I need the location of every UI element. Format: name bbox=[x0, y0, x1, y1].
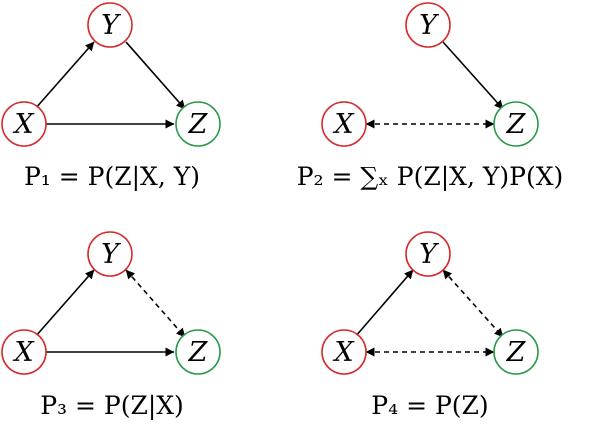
diagram-panel-1: X Y Z P₁ = P(Z|X, Y) bbox=[1, 2, 221, 192]
node-y: Y bbox=[405, 2, 451, 48]
node-x-circle bbox=[321, 329, 367, 375]
node-x-label: X bbox=[12, 109, 35, 140]
node-x: X bbox=[1, 329, 47, 375]
node-y: Y bbox=[87, 2, 133, 48]
edge-y-z-bidirected bbox=[125, 269, 186, 338]
node-z-label: Z bbox=[506, 337, 527, 368]
formula-p2: P₂ = ∑ₓ P(Z|X, Y)P(X) bbox=[297, 162, 564, 192]
edge-x-y bbox=[34, 269, 95, 338]
node-x: X bbox=[1, 101, 47, 147]
node-z-circle bbox=[175, 101, 221, 147]
node-y-label: Y bbox=[419, 10, 439, 41]
edge-y-z bbox=[125, 41, 186, 110]
node-z: Z bbox=[175, 101, 221, 147]
node-y-label: Y bbox=[101, 239, 121, 270]
diagram-panel-3: X Y Z P₃ = P(Z|X) bbox=[1, 231, 221, 421]
node-z: Z bbox=[493, 329, 539, 375]
formula-p4: P₄ = P(Z) bbox=[371, 391, 488, 420]
node-y-circle bbox=[405, 231, 451, 277]
diagram-panel-2: X Y Z P₂ = ∑ₓ P(Z|X, Y)P(X) bbox=[297, 2, 564, 192]
node-y-circle bbox=[87, 231, 133, 277]
node-z: Z bbox=[175, 329, 221, 375]
node-x-label: X bbox=[332, 109, 355, 140]
node-z-circle bbox=[175, 329, 221, 375]
node-x-circle bbox=[321, 101, 367, 147]
node-x-label: X bbox=[332, 337, 355, 368]
node-x-label: X bbox=[12, 337, 35, 368]
edge-y-z-bidirected bbox=[442, 269, 504, 338]
node-z-label: Z bbox=[188, 109, 209, 140]
node-x: X bbox=[321, 101, 367, 147]
node-y: Y bbox=[87, 231, 133, 277]
node-z-circle bbox=[493, 101, 539, 147]
formula-p1: P₁ = P(Z|X, Y) bbox=[24, 162, 200, 192]
node-y-label: Y bbox=[101, 10, 121, 41]
formula-p3: P₃ = P(Z|X) bbox=[40, 391, 184, 421]
node-z-circle bbox=[493, 329, 539, 375]
node-z: Z bbox=[493, 101, 539, 147]
node-y-circle bbox=[87, 2, 133, 48]
edge-x-y bbox=[34, 41, 95, 110]
node-x: X bbox=[321, 329, 367, 375]
node-z-label: Z bbox=[188, 337, 209, 368]
diagram-panel-4: X Y Z P₄ = P(Z) bbox=[321, 231, 539, 420]
node-x-circle bbox=[1, 329, 47, 375]
node-y: Y bbox=[405, 231, 451, 277]
node-y-circle bbox=[405, 2, 451, 48]
edge-x-y bbox=[354, 269, 414, 338]
node-z-label: Z bbox=[506, 109, 527, 140]
edge-y-z bbox=[442, 41, 504, 110]
node-y-label: Y bbox=[419, 239, 439, 270]
node-x-circle bbox=[1, 101, 47, 147]
